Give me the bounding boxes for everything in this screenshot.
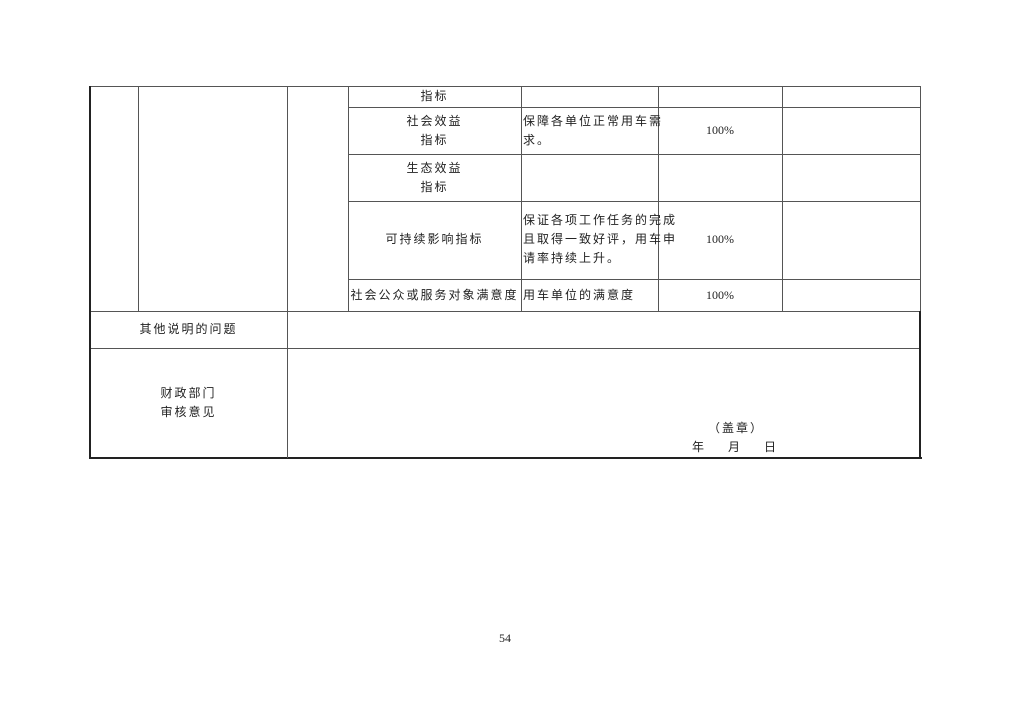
table-border-top	[90, 86, 921, 87]
content-cell: 用车单位的满意度	[523, 288, 636, 302]
indicator-cell: 指标	[420, 89, 449, 103]
content-cell: 求。	[523, 133, 552, 147]
indicator-cell: 社会公众或服务对象满意度	[350, 288, 519, 302]
value-cell: 100%	[706, 232, 734, 246]
content-cell: 保证各项工作任务的完成	[523, 213, 678, 227]
value-cell: 100%	[706, 123, 734, 137]
col-divider	[658, 86, 659, 311]
page-number: 54	[499, 631, 511, 645]
table-border-bottom	[90, 457, 922, 459]
table-border-left	[89, 86, 91, 459]
row-divider	[90, 348, 921, 349]
col-divider	[138, 86, 139, 311]
indicator-cell: 指标	[420, 133, 449, 147]
finance-label: 审核意见	[160, 405, 217, 419]
row-divider	[348, 107, 921, 108]
row-divider	[348, 279, 921, 280]
other-issues-label: 其他说明的问题	[139, 322, 238, 336]
date-month: 月	[728, 440, 743, 454]
table-border-right	[919, 311, 921, 459]
row-divider	[90, 311, 921, 312]
content-cell: 请率持续上升。	[523, 251, 622, 265]
value-cell: 100%	[706, 288, 734, 302]
date-year: 年	[692, 440, 707, 454]
col-divider	[782, 86, 783, 311]
row-divider	[348, 201, 921, 202]
row-divider	[348, 154, 921, 155]
finance-label: 财政部门	[160, 386, 217, 400]
table-border-right	[920, 86, 921, 311]
col-divider	[521, 86, 522, 311]
content-cell: 且取得一致好评，用车申	[523, 232, 678, 246]
date-day: 日	[764, 440, 779, 454]
seal-label: （盖章）	[708, 421, 765, 435]
col-divider	[287, 86, 288, 458]
indicator-cell: 生态效益	[406, 161, 463, 175]
indicator-cell: 社会效益	[406, 114, 463, 128]
indicator-cell: 可持续影响指标	[385, 232, 484, 246]
col-divider	[348, 86, 349, 311]
indicator-cell: 指标	[420, 180, 449, 194]
content-cell: 保障各单位正常用车需	[523, 114, 664, 128]
